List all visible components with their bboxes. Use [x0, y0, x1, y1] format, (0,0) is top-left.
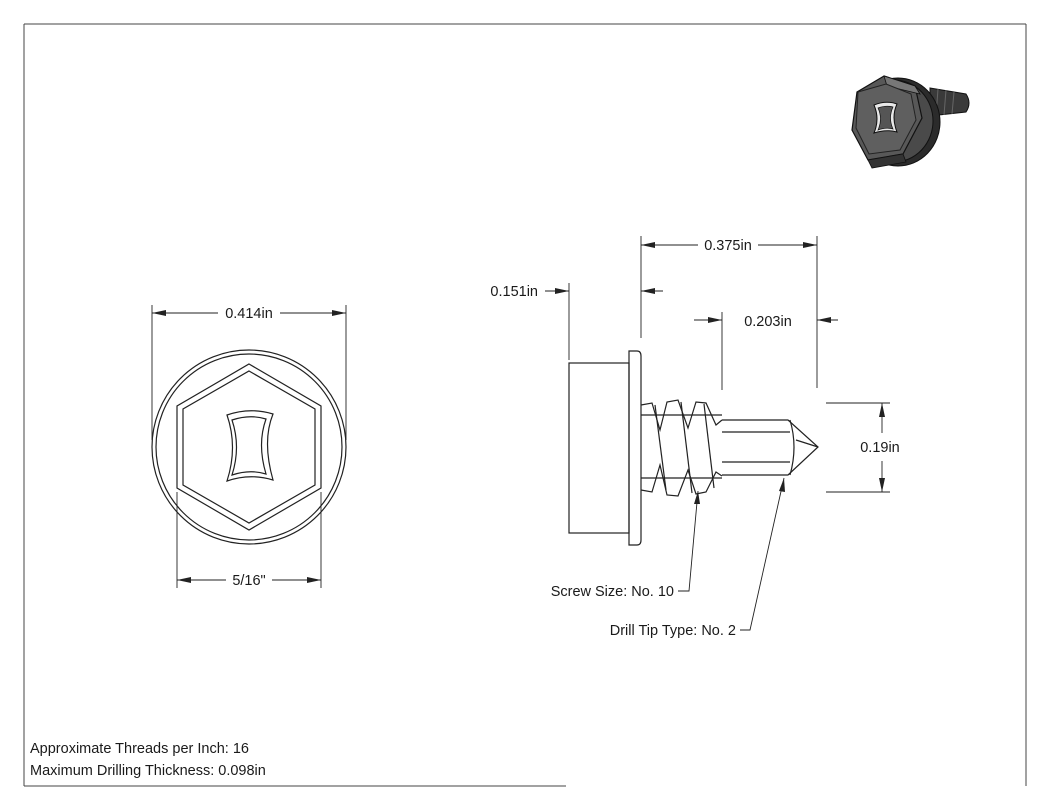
dim-head-height: 0.151in [490, 283, 663, 360]
dim-label-head-height: 0.151in [490, 284, 538, 300]
dim-head-diameter: 0.414in [151, 305, 347, 440]
dim-hex-size: 5/16" [176, 492, 322, 589]
note-threads: Approximate Threads per Inch: 16 [30, 741, 249, 757]
dim-label-overall-length: 0.375in [704, 238, 752, 254]
sheet-frame [23, 23, 1027, 787]
dim-overall-length: 0.375in [640, 236, 818, 388]
dim-label-hex-size: 5/16" [232, 573, 265, 589]
dim-shank-diameter: 0.19in [826, 402, 900, 493]
hex-washer-head-screw-icon [851, 75, 970, 169]
dim-label-head-diameter: 0.414in [225, 306, 273, 322]
screw-side-view [568, 350, 819, 546]
head-top-view [151, 349, 347, 545]
dim-label-shank-diameter: 0.19in [860, 440, 900, 456]
notes-block: Approximate Threads per Inch: 16 Maximum… [30, 741, 266, 779]
dim-tip-length: 0.203in [694, 312, 838, 390]
callout-screw-size-label: Screw Size: No. 10 [551, 584, 674, 600]
dim-label-tip-length: 0.203in [744, 314, 792, 330]
note-drilling: Maximum Drilling Thickness: 0.098in [30, 763, 266, 779]
callout-drill-tip-label: Drill Tip Type: No. 2 [610, 623, 736, 639]
callout-drill-tip: Drill Tip Type: No. 2 [610, 477, 785, 639]
callout-screw-size: Screw Size: No. 10 [551, 490, 700, 600]
